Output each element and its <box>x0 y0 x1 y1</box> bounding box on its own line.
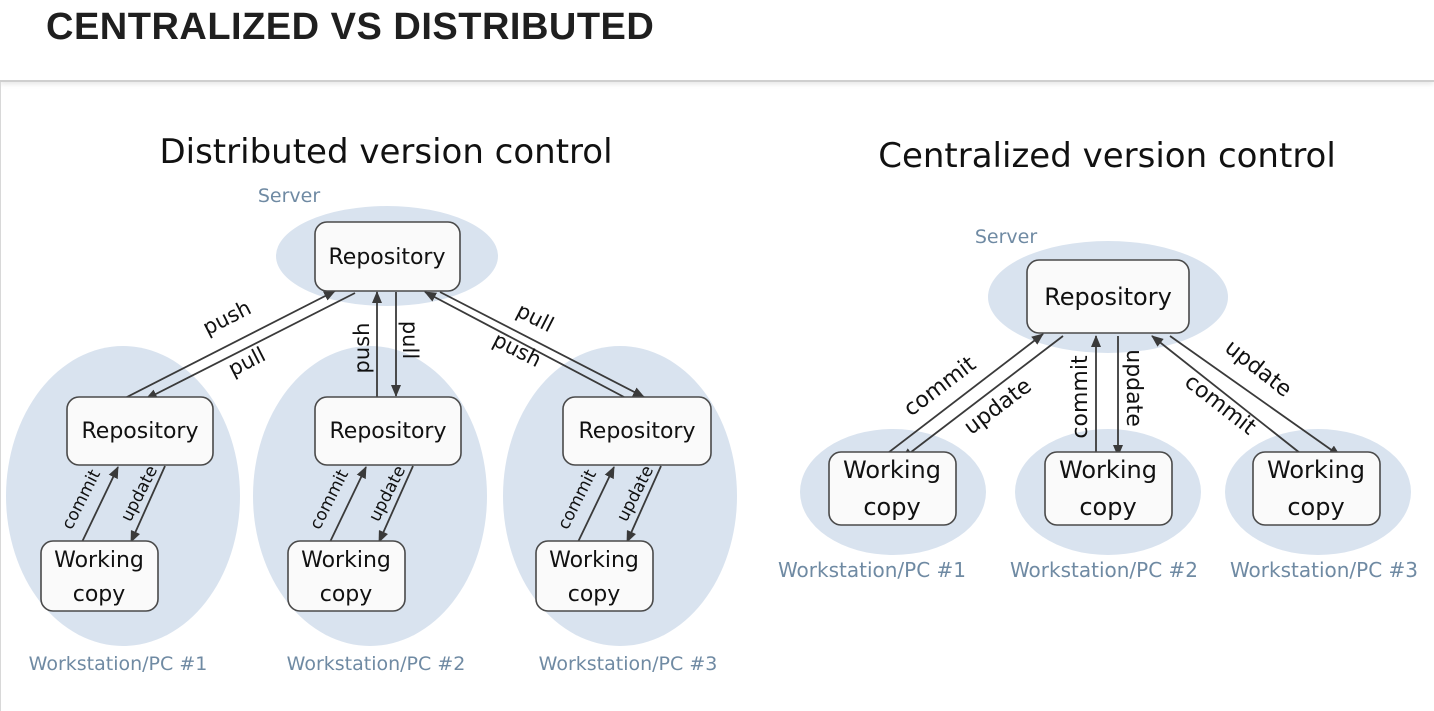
dist-ws2-working-copy <box>287 540 406 612</box>
dist-ws3-working-copy-line1: Working <box>549 548 639 573</box>
cent-ws3-commit-arrow <box>1151 335 1306 458</box>
dist-ws2-commit-arrow <box>329 466 367 543</box>
cent-ws1-working-copy <box>828 451 957 526</box>
centralized-server-repository-label: Repository <box>1044 283 1172 311</box>
dist-ws3-repository <box>562 396 712 466</box>
dist-link-label: push <box>199 296 255 340</box>
centralized-workstation-2: Working copy Workstation/PC #2 <box>1010 451 1198 582</box>
title-bar: CENTRALIZED VS DISTRIBUTED <box>0 0 1434 82</box>
dist-ws2-repository <box>314 396 462 466</box>
cent-ws3-label: Workstation/PC #3 <box>1230 558 1418 582</box>
dist-ws1-working-copy-line2: copy <box>73 582 126 607</box>
dist-ws2-update-arrow <box>378 465 414 543</box>
cent-ws2-update-label: update <box>1121 349 1146 427</box>
cent-ws1-update-arrow <box>901 335 1064 460</box>
dist-ws3-commit-arrow <box>577 466 615 543</box>
dist-push-arrow-ws3 <box>439 291 645 398</box>
dist-ws1-repository <box>66 396 214 466</box>
dist-link-label: pull <box>398 321 422 359</box>
distributed-server-repository <box>314 221 461 292</box>
dist-ws1-working-copy-line1: Working <box>54 548 144 573</box>
page-title: CENTRALIZED VS DISTRIBUTED <box>46 6 655 48</box>
dist-link-label: pull <box>224 342 269 381</box>
distributed-server-repository-label: Repository <box>329 245 446 270</box>
distributed-diagram: Distributed version control Server push … <box>6 132 737 675</box>
dist-ws3-repository-label: Repository <box>579 419 696 444</box>
dist-ws1-update-arrow <box>130 465 166 543</box>
dist-link-label: push <box>489 328 545 372</box>
cent-ws2-working-copy-line1: Working <box>1059 456 1157 484</box>
dist-pull-arrow-ws1 <box>145 292 356 400</box>
dist-pull-arrow-ws3 <box>424 291 625 398</box>
distributed-workstation-2: commit update Repository Working copy Wo… <box>287 396 466 675</box>
cent-ws2-label: Workstation/PC #2 <box>1010 558 1198 582</box>
dist-ws2-working-copy-line1: Working <box>301 548 391 573</box>
centralized-diagram: Centralized version control Server commi… <box>778 136 1418 582</box>
distributed-server-label: Server <box>258 185 320 207</box>
distributed-heading: Distributed version control <box>159 132 612 172</box>
cent-ws1-commit-arrow <box>883 333 1044 457</box>
cent-ws3-commit-label: commit <box>1180 369 1261 440</box>
centralized-heading: Centralized version control <box>878 136 1336 176</box>
dist-ws2-label: Workstation/PC #2 <box>287 653 466 675</box>
dist-link-label: pull <box>513 298 558 337</box>
dist-ws3-working-copy-line2: copy <box>568 582 621 607</box>
cent-ws3-update-arrow <box>1169 335 1341 457</box>
centralized-server-label: Server <box>975 226 1037 248</box>
cent-ws2-commit-label: commit <box>1068 355 1093 439</box>
cent-ws3-working-copy-line2: copy <box>1287 493 1344 521</box>
cent-ws3-update-label: update <box>1220 335 1296 402</box>
cent-ws1-working-copy-line2: copy <box>863 493 920 521</box>
centralized-server-repository <box>1026 259 1190 334</box>
dist-ws2-working-copy-line2: copy <box>320 582 373 607</box>
cent-ws1-working-copy-line1: Working <box>843 456 941 484</box>
cent-ws1-label: Workstation/PC #1 <box>778 558 966 582</box>
centralized-workstation-3: Working copy Workstation/PC #3 <box>1230 451 1418 582</box>
cent-ws2-working-copy <box>1044 451 1173 526</box>
dist-ws1-commit-arrow <box>81 466 119 543</box>
dist-ws1-label: Workstation/PC #1 <box>29 653 208 675</box>
cent-ws1-commit-label: commit <box>899 352 981 422</box>
dist-ws3-update-arrow <box>626 465 662 543</box>
dist-link-label: push <box>350 323 374 374</box>
dist-ws1-repository-label: Repository <box>82 419 199 444</box>
cent-ws3-working-copy <box>1252 451 1381 526</box>
dist-ws1-working-copy <box>40 540 159 612</box>
cent-ws3-working-copy-line1: Working <box>1267 456 1365 484</box>
dist-ws3-label: Workstation/PC #3 <box>539 653 718 675</box>
centralized-workstation-1: Working copy Workstation/PC #1 <box>778 451 966 582</box>
cent-ws2-working-copy-line2: copy <box>1079 493 1136 521</box>
content-left-border <box>0 82 1 711</box>
dist-ws2-repository-label: Repository <box>330 419 447 444</box>
dist-ws3-working-copy <box>535 540 654 612</box>
dist-push-arrow-ws1 <box>124 290 336 399</box>
